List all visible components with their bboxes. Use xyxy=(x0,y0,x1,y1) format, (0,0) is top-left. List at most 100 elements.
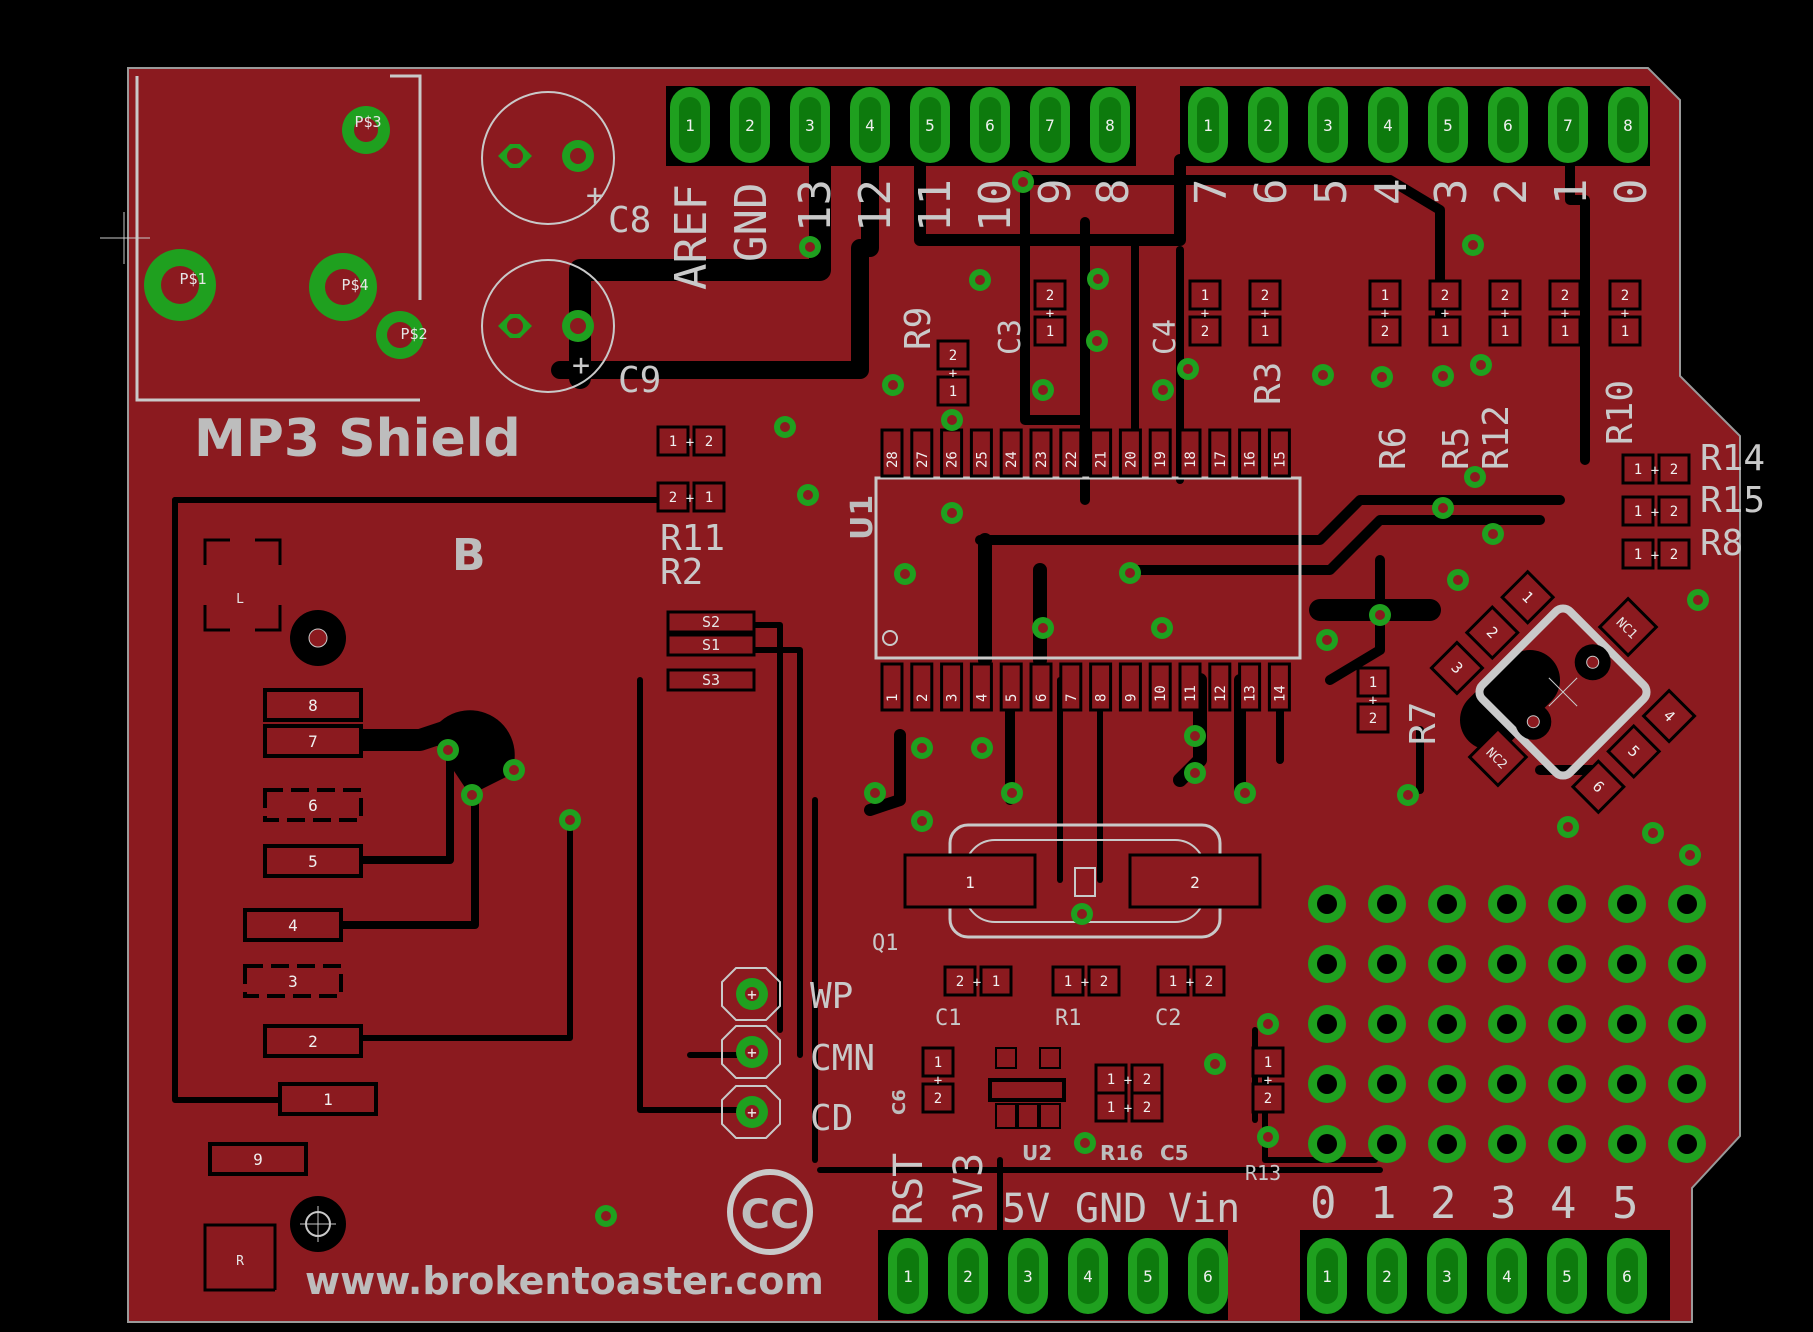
jack-pad-label: P$3 xyxy=(354,113,381,131)
smd-pad xyxy=(1248,279,1282,311)
smd-pad-number: 2 xyxy=(1143,1100,1151,1116)
r9-label: R9 xyxy=(898,307,939,350)
jack-pads: P$3 P$1 P$4 P$2 xyxy=(144,106,428,359)
card-pad xyxy=(263,724,363,758)
smd-pad-number: 1 xyxy=(1046,324,1054,340)
u1-pin xyxy=(969,428,993,478)
smd-plus: + xyxy=(973,975,981,991)
header-bottom-analog-pad-hole xyxy=(1556,1248,1578,1304)
r2-label: R2 xyxy=(660,552,703,593)
label-d3: 3 xyxy=(1426,179,1477,206)
header-top-left-pad-hole xyxy=(799,97,821,153)
jack-outline xyxy=(135,74,422,402)
header-top-right-pin-number: 6 xyxy=(1503,116,1513,135)
jack-pad-label: P$4 xyxy=(341,276,368,294)
smd-plus: + xyxy=(1441,306,1449,322)
smd-pad xyxy=(943,965,977,997)
label-d2: 2 xyxy=(1486,179,1537,206)
u1-pin xyxy=(1089,662,1113,712)
smd-pad-number: 2 xyxy=(1369,711,1377,727)
u1-pin-number: 4 xyxy=(974,694,990,702)
u1-pin-number: 13 xyxy=(1243,685,1259,702)
rotated-sensor: 1 2 3 4 5 6 NC1 NC2 xyxy=(1429,569,1697,815)
smd-pad xyxy=(1156,965,1190,997)
card-pad-number: 9 xyxy=(253,1150,263,1169)
via-hole xyxy=(1438,503,1448,513)
proto-hole-center xyxy=(1437,1014,1457,1034)
proto-hole-center xyxy=(1377,1014,1397,1034)
u1-pin xyxy=(1059,662,1083,712)
smd-plus: + xyxy=(1651,463,1659,479)
u1-pin-number: 10 xyxy=(1153,685,1169,702)
smd-pad-number: 1 xyxy=(1169,974,1177,990)
u2-pad xyxy=(1017,1103,1039,1129)
cc-text: CC xyxy=(741,1192,800,1238)
via-hole xyxy=(1018,177,1028,187)
r14-label: R14 xyxy=(1700,438,1765,479)
copper-traces xyxy=(172,107,1605,1248)
via-hole xyxy=(947,508,957,518)
card-pad-number: 1 xyxy=(323,1090,333,1109)
header-top-left-pin-number: 7 xyxy=(1045,116,1055,135)
smd-pad-number: 2 xyxy=(1670,504,1678,520)
card-pad-number: 5 xyxy=(308,852,318,871)
header-bottom-power-pad-hole xyxy=(1017,1248,1039,1304)
card-pad xyxy=(263,844,363,878)
label-3v3: 3V3 xyxy=(946,1153,992,1225)
smd-pad xyxy=(1188,279,1222,311)
via-hole xyxy=(1007,788,1017,798)
proto-hole-center xyxy=(1617,1074,1637,1094)
r10-label: R10 xyxy=(1600,380,1641,445)
via-hole xyxy=(805,242,815,252)
smd-pad xyxy=(1488,315,1522,347)
b-mark: B xyxy=(452,530,486,581)
u1-pin xyxy=(1029,662,1053,712)
u1-pin-number: 24 xyxy=(1004,451,1020,468)
header-bottom-analog-pad-hole xyxy=(1436,1248,1458,1304)
via-hole xyxy=(1403,790,1413,800)
u1-pin-number: 12 xyxy=(1213,685,1229,702)
header-top-right-pad-hole xyxy=(1197,97,1219,153)
u1-pin-number: 18 xyxy=(1183,451,1199,468)
card-contact-vias xyxy=(430,710,581,831)
c3-label: C3 xyxy=(993,319,1028,355)
u1-pin xyxy=(1238,428,1262,478)
card-pad xyxy=(263,1024,363,1058)
via-hole xyxy=(1648,828,1658,838)
smd-pad-number: 1 xyxy=(669,434,677,450)
u2-pad xyxy=(1039,1103,1061,1129)
smd-part: 21+ xyxy=(1033,279,1067,347)
via-hole xyxy=(1693,595,1703,605)
c4-label: C4 xyxy=(1148,319,1183,355)
via-hole xyxy=(1210,1059,1220,1069)
header-top-right-pad-hole xyxy=(1377,97,1399,153)
label-d5: 5 xyxy=(1306,179,1357,206)
u2-label: U2 xyxy=(1022,1141,1052,1165)
header-bottom-power-pin-number: 4 xyxy=(1083,1267,1093,1286)
proto-hole-center xyxy=(1437,894,1457,914)
smd-pad xyxy=(1608,279,1642,311)
smd-pad-number: 2 xyxy=(1046,288,1054,304)
smd-pad-number: 2 xyxy=(1501,288,1509,304)
via-hole xyxy=(1190,731,1200,741)
via-hole xyxy=(803,490,813,500)
header-bottom-power-pad-hole xyxy=(1137,1248,1159,1304)
smd-pad xyxy=(1248,315,1282,347)
label-a1: 1 xyxy=(1370,1178,1397,1229)
smd-pad xyxy=(1621,495,1655,527)
c8-plus: + xyxy=(586,178,604,213)
proto-hole-center xyxy=(1497,1134,1517,1154)
u1-pin-number: 15 xyxy=(1272,451,1288,468)
smd-pad xyxy=(1130,1091,1164,1123)
label-12: 12 xyxy=(850,179,901,232)
via-hole xyxy=(1470,472,1480,482)
header-bottom-analog-pin-number: 1 xyxy=(1322,1267,1332,1286)
smd-pad xyxy=(1251,1046,1285,1078)
smd-pad xyxy=(1368,315,1402,347)
via-hole xyxy=(601,1211,611,1221)
